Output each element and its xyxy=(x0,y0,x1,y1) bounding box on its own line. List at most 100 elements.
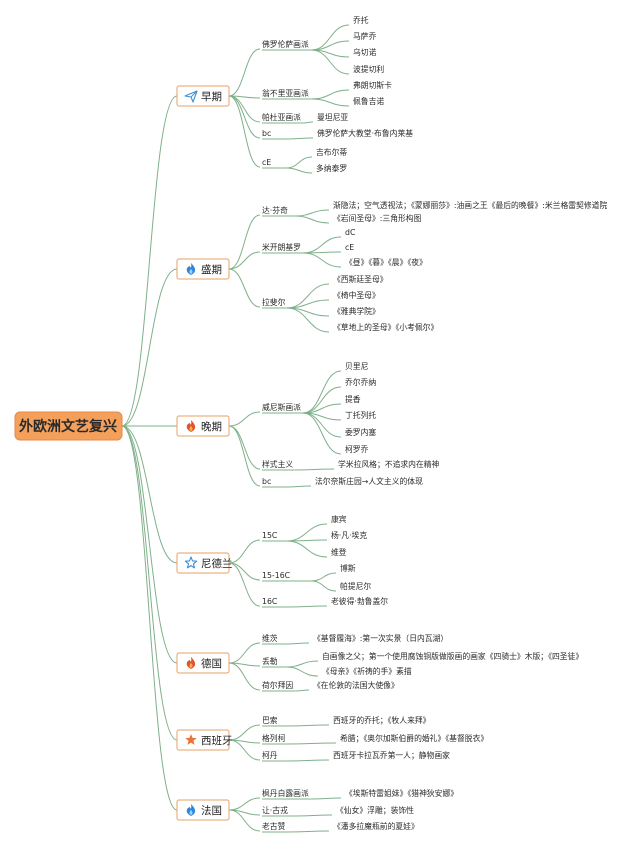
category-node[interactable]: 早期 xyxy=(176,85,230,107)
leaf-label[interactable]: 《基督履海》:第一次实景（日内瓦湖） xyxy=(313,633,448,643)
leaf-label[interactable]: 帕提尼尔 xyxy=(340,581,371,591)
sub-topic-label[interactable]: 16C xyxy=(262,597,278,606)
edge-sub-to-leaf xyxy=(302,370,342,414)
category-label: 早期 xyxy=(201,91,222,103)
leaf-label[interactable]: cE xyxy=(345,243,354,252)
category-label: 盛期 xyxy=(201,263,222,276)
edge-sub-to-leaf xyxy=(285,666,319,677)
edge-category-to-sub xyxy=(228,214,261,270)
sub-topic-label[interactable]: 枫丹白露画派 xyxy=(262,788,309,798)
root-title: 外欧洲文艺复兴 xyxy=(19,418,117,435)
edge-category-to-sub xyxy=(228,251,261,270)
edge-sub-to-leaf xyxy=(302,412,342,455)
sub-topic-label[interactable]: 老古赞 xyxy=(262,821,286,831)
sub-topic-label[interactable]: bc xyxy=(262,477,271,486)
leaf-label[interactable]: 西班牙的乔托；《牧人来拜》 xyxy=(333,715,430,725)
leaf-label[interactable]: 《仙女》浮雕；装饰性 xyxy=(336,805,414,815)
leaf-label[interactable]: 康宾 xyxy=(331,514,347,524)
category-node[interactable]: 晚期 xyxy=(176,415,230,437)
root-node[interactable]: 外欧洲文艺复兴 xyxy=(14,411,123,441)
leaf-label[interactable]: 丁托列托 xyxy=(345,410,376,420)
sub-topic-label[interactable]: bc xyxy=(262,129,271,138)
edge-sub-to-leaf xyxy=(311,98,350,107)
leaf-label[interactable]: 乔尔乔纳 xyxy=(345,377,376,387)
paper-plane-icon xyxy=(184,90,198,103)
leaf-label[interactable]: 贝里尼 xyxy=(345,362,369,371)
sub-topic-label[interactable]: 丢勒 xyxy=(262,656,278,666)
leaf-label[interactable]: 乌切诺 xyxy=(353,47,377,57)
category-node[interactable]: 西班牙 xyxy=(176,729,233,751)
leaf-label[interactable]: 维登 xyxy=(331,547,347,557)
category-label: 法国 xyxy=(201,804,222,817)
sub-topic-label[interactable]: 米开朗基罗 xyxy=(262,242,301,252)
edge-root-to-3 xyxy=(121,425,178,564)
category-node[interactable]: 尼德兰 xyxy=(176,552,233,574)
leaf-label[interactable]: 《雅典学院》 xyxy=(333,306,380,316)
leaf-label[interactable]: 渐隐法；空气透视法；《蒙娜丽莎》:油画之王《最后的晚餐》:米兰格雷契修道院 xyxy=(333,200,607,210)
leaf-label[interactable]: 杨·凡·埃克 xyxy=(331,530,367,540)
edge-root-to-0 xyxy=(121,95,178,427)
edge-category-to-sub xyxy=(228,724,261,741)
category-label: 德国 xyxy=(201,657,222,670)
sub-topic-label[interactable]: 让·古戎 xyxy=(262,805,288,815)
leaf-label[interactable]: 法尔奈斯庄园→人文主义的体现 xyxy=(315,476,423,486)
category-node[interactable]: 德国 xyxy=(176,652,230,674)
sub-topic-label[interactable]: 15C xyxy=(262,531,278,540)
sub-topic-label[interactable]: 威尼斯画派 xyxy=(262,402,301,412)
leaf-label[interactable]: 乔托 xyxy=(353,15,369,25)
leaf-label[interactable]: 佛罗伦萨大教堂·布鲁内莱基 xyxy=(317,128,413,138)
leaf-label[interactable]: 弗朗切斯卡 xyxy=(353,80,392,90)
category-box xyxy=(176,85,230,107)
sub-topic-label[interactable]: 巴索 xyxy=(262,715,278,725)
sub-topic-label[interactable]: 维茨 xyxy=(262,633,278,643)
leaf-label[interactable]: 多纳泰罗 xyxy=(316,163,347,173)
leaf-label[interactable]: 《埃斯特雷姐妹》《猎神狄安娜》 xyxy=(345,788,458,798)
leaf-label[interactable]: 自画像之父；第一个使用腐蚀铜版做版画的画家《四骑士》木版；《四圣徒》 xyxy=(322,651,583,661)
leaf-label[interactable]: 《西斯廷圣母》 xyxy=(333,274,388,284)
leaf-label[interactable]: 学米拉风格；不追求内在精神 xyxy=(338,459,440,469)
leaf-label[interactable]: 老彼得·勃鲁盖尔 xyxy=(331,596,388,606)
leaf-label[interactable]: 《在伦敦的法国大使像》 xyxy=(313,680,399,690)
category-node[interactable]: 法国 xyxy=(176,799,230,821)
leaf-label[interactable]: 柯罗乔 xyxy=(345,444,369,454)
leaf-label[interactable]: dC xyxy=(345,228,356,237)
leaf-label[interactable]: 《草地上的圣母》《小考佩尔》 xyxy=(333,322,438,332)
leaf-label[interactable]: 曼坦尼亚 xyxy=(317,113,348,122)
edge-sub-to-leaf xyxy=(311,49,350,75)
sub-topic-label[interactable]: 样式主义 xyxy=(262,459,293,469)
leaf-label[interactable]: 马萨乔 xyxy=(353,31,377,41)
leaf-label[interactable]: 吉布尔蒂 xyxy=(316,147,347,157)
leaf-label[interactable]: 佩鲁吉诺 xyxy=(353,96,384,106)
leaf-label[interactable]: 《椅中圣母》 xyxy=(333,290,380,300)
sub-topic-label[interactable]: cE xyxy=(262,158,271,167)
leaf-label[interactable]: 《母亲》《祈祷的手》素描 xyxy=(322,666,412,676)
leaf-label[interactable]: 提香 xyxy=(345,394,361,404)
category-label: 尼德兰 xyxy=(201,557,233,570)
sub-topic-label[interactable]: 拉斐尔 xyxy=(262,297,286,307)
leaf-label[interactable]: 希腊；《奥尔加斯伯爵的婚礼》《基督脱衣》 xyxy=(340,733,488,743)
sub-topic-label[interactable]: 帕杜亚画派 xyxy=(262,112,301,122)
sub-topic-label[interactable]: 荷尔拜因 xyxy=(262,680,293,690)
edge-sub-to-leaf xyxy=(286,742,337,745)
sub-topic-label[interactable]: 佛罗伦萨画派 xyxy=(262,39,309,49)
leaf-label[interactable]: 西班牙卡拉瓦乔第一人；静物画家 xyxy=(333,750,450,760)
category-node[interactable]: 盛期 xyxy=(176,258,230,280)
leaf-label[interactable]: 《岩间圣母》:三角形构图 xyxy=(333,213,422,223)
sub-topic-label[interactable]: 柯丹 xyxy=(262,750,278,760)
edge-sub-to-leaf xyxy=(286,605,328,608)
leaf-label[interactable]: 波提切利 xyxy=(353,64,384,74)
fire-icon xyxy=(186,420,196,432)
sub-topic-label[interactable]: 格列柯 xyxy=(262,733,286,743)
edge-sub-to-leaf xyxy=(311,797,342,800)
leaf-label[interactable]: 博斯 xyxy=(340,563,356,573)
sub-topic-label[interactable]: 翁不里亚画派 xyxy=(262,88,309,98)
connector-lines xyxy=(121,24,350,833)
edge-category-to-sub xyxy=(228,48,261,97)
leaf-label[interactable]: 《昼》《暮》《晨》《夜》 xyxy=(345,257,427,267)
sub-topic-label[interactable]: 15-16C xyxy=(262,571,291,580)
edge-category-to-sub xyxy=(228,539,261,564)
sub-topic-label[interactable]: 达·芬奇 xyxy=(262,205,288,215)
leaf-label[interactable]: 委罗内塞 xyxy=(345,427,376,437)
edge-category-to-sub xyxy=(228,797,261,811)
leaf-label[interactable]: 《潘多拉魔瓶前的夏娃》 xyxy=(333,821,419,831)
